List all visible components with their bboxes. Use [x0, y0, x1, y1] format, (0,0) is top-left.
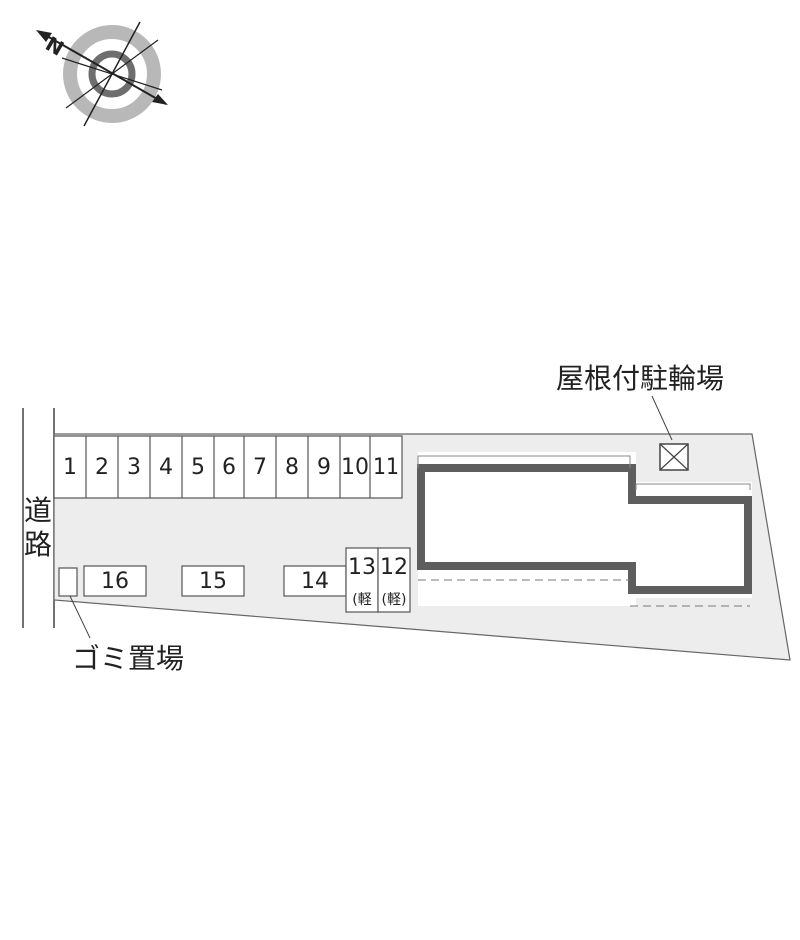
parking-space-9: 9: [317, 455, 331, 480]
garbage-leader-line: [69, 595, 91, 639]
parking-space-13-box: [345, 547, 379, 613]
compass-arrow-south: [152, 94, 168, 105]
parking-space-11: 11: [373, 455, 399, 480]
parking-row-top-outline: [53, 435, 403, 499]
bike-parking-label: 屋根付駐輪場: [556, 362, 724, 395]
garbage-area: ゴミ置場: [58, 567, 184, 675]
road-label-char-1: 道: [24, 494, 52, 527]
road-label-char-2: 路: [24, 528, 52, 561]
compass-arrow-north: [36, 30, 52, 42]
parking-space-12-box: [377, 547, 411, 613]
compass-needle-diag-b: [61, 57, 163, 91]
parking-row-bottom: 16 15 14 13 (軽 12 (軽): [83, 547, 411, 613]
parking-space-15-box: [181, 565, 245, 597]
parking-space-7: 7: [253, 455, 267, 480]
parking-space-14: 14: [301, 569, 329, 594]
bike-parking-leader-line: [651, 395, 673, 441]
building-eave-right: [635, 483, 751, 490]
parking-space-4: 4: [159, 455, 173, 480]
garbage-box: [58, 567, 78, 597]
garbage-label: ゴミ置場: [72, 642, 184, 675]
road-label-background: [24, 492, 53, 564]
parking-space-3: 3: [127, 455, 141, 480]
building-eave-top: [417, 455, 631, 468]
parking-space-13: 13: [348, 555, 376, 580]
bike-parking: 屋根付駐輪場: [556, 362, 724, 471]
parking-space-15: 15: [199, 569, 227, 594]
parking-space-8: 8: [285, 455, 299, 480]
road: 道 路: [22, 408, 55, 628]
building: [417, 452, 752, 607]
building-wall: [417, 464, 752, 594]
parking-row-top: 1 2 3 4 5 6 7 8 9 10 11: [53, 435, 403, 499]
parking-space-13-note: (軽: [352, 592, 371, 608]
parking-space-14-box: [283, 565, 347, 597]
parking-space-16-box: [83, 565, 147, 597]
parking-space-6: 6: [222, 455, 236, 480]
compass-ring: [63, 25, 161, 123]
parking-space-10: 10: [341, 455, 369, 480]
parking-space-12-note: (軽): [382, 592, 407, 608]
compass-inner-ring: [88, 50, 136, 98]
parking-space-5: 5: [191, 455, 205, 480]
parking-space-16: 16: [101, 569, 129, 594]
compass: N: [36, 21, 168, 127]
parking-space-1: 1: [63, 455, 77, 480]
bike-parking-cross-b: [659, 443, 689, 471]
parking-space-2: 2: [95, 455, 109, 480]
compass-needle-main: [39, 31, 167, 105]
parking-space-12: 12: [380, 555, 408, 580]
